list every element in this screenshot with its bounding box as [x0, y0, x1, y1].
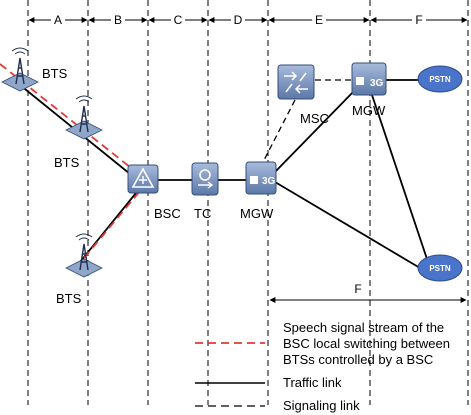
link-mgw-mgw [274, 89, 356, 173]
bts-mid-wave-icon [75, 95, 93, 103]
tc-icon [199, 169, 211, 181]
bts-bottom-label: BTS [56, 291, 82, 306]
bts-bottom-tower-icon [79, 243, 89, 271]
msc-arrows-icon [284, 71, 308, 94]
segment-label-f: F [415, 13, 422, 27]
segment-label-c: C [174, 13, 183, 27]
tc-node[interactable] [191, 162, 219, 196]
mgw-upper-cube [351, 62, 387, 96]
segment-label-e: E [315, 13, 323, 27]
pstn-upper-cloud [417, 65, 463, 93]
mgw-lower-node[interactable]: 3G [245, 161, 277, 195]
bsc-arrows-icon [139, 176, 147, 184]
bts-top-label: BTS [42, 66, 68, 81]
bts-mid[interactable] [65, 95, 103, 140]
dimension-f-label: F [354, 282, 361, 296]
legend-speech-line2: BSC local switching between [283, 336, 450, 351]
legend-speech-line1: Speech signal stream of the [283, 320, 444, 335]
segment-label-a: A [54, 13, 62, 27]
pstn-upper-node[interactable]: PSTN [417, 65, 463, 93]
tc-cube [191, 162, 219, 196]
mgw-upper-badge: 3G [370, 78, 384, 89]
tc-label: TC [194, 206, 211, 221]
mgw-upper-node[interactable]: 3G [351, 62, 387, 96]
link-bts-bottom-bsc [79, 187, 141, 263]
tc-arrows-icon [198, 181, 214, 189]
traffic-links [19, 79, 429, 269]
bts-bottom[interactable] [65, 233, 103, 278]
bts-top-wave-icon [11, 47, 29, 55]
legend-traffic-label: Traffic link [283, 375, 342, 390]
bts-top-base [1, 72, 39, 92]
legend-speech-line3: BTSs controlled by a BSC [283, 352, 433, 367]
mgw-upper-icon [356, 77, 364, 85]
bts-top[interactable] [1, 47, 39, 92]
msc-label: MSC [300, 111, 329, 126]
bts-top-tower-icon [15, 57, 25, 85]
bts-bottom-base [65, 258, 103, 278]
signaling-links [261, 79, 352, 165]
segment-dividers [27, 0, 469, 405]
bsc-icon [131, 167, 155, 188]
bsc-label: BSC [154, 206, 181, 221]
dimension-f: F [269, 282, 467, 303]
mgw-upper-label: MGW [352, 103, 386, 118]
bsc-node[interactable] [127, 164, 159, 194]
bts-mid-tower-icon [79, 105, 89, 133]
legend: Speech signal stream of the BSC local sw… [195, 320, 450, 413]
mgw-lower-label: MGW [240, 206, 274, 221]
link-msc-mgw [261, 99, 296, 165]
segment-label-b: B [114, 13, 122, 27]
mgw-lower-icon [250, 176, 258, 184]
speech-path-lower [83, 184, 146, 259]
pstn-upper-label: PSTN [429, 75, 451, 84]
segment-label-d: D [234, 13, 243, 27]
bts-mid-label: BTS [54, 155, 80, 170]
mgw-lower-badge: 3G [262, 176, 276, 187]
pstn-lower-label: PSTN [429, 264, 451, 273]
pstn-lower-cloud [417, 254, 463, 282]
segment-labels: A B C D E F [51, 12, 426, 28]
mgw-lower-cube [245, 161, 277, 195]
msc-cube [277, 64, 315, 100]
pstn-lower-node[interactable]: PSTN [417, 254, 463, 282]
bts-bottom-wave-icon [75, 233, 93, 241]
msc-node[interactable] [277, 64, 315, 100]
bts-mid-base [65, 120, 103, 140]
link-mgw-pstn-lower [274, 181, 421, 269]
legend-signaling-label: Signaling link [283, 398, 360, 413]
link-mgw-upper-pstn-lower [371, 94, 429, 263]
